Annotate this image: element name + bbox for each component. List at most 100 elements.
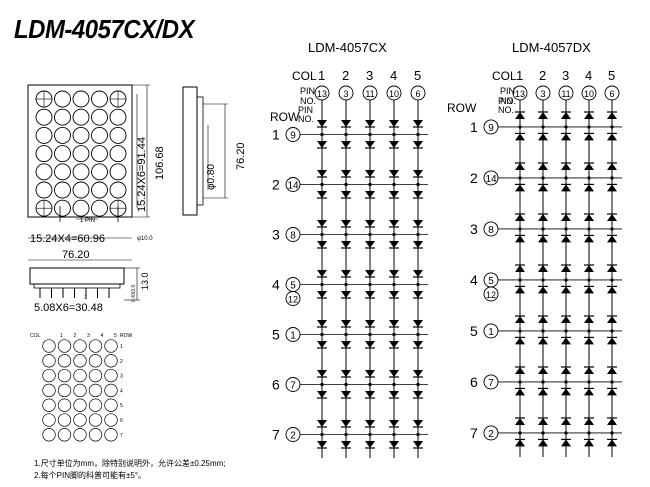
front-dot — [54, 126, 71, 144]
front-view-dot — [73, 428, 87, 442]
led-diode — [413, 241, 423, 248]
led-diode — [538, 214, 548, 221]
led-diode — [389, 391, 399, 398]
row-number: 6 — [272, 377, 280, 393]
led-diode — [341, 141, 351, 148]
junction-dot — [320, 382, 324, 387]
dim-width-pitch: 15.24X4=60.96 — [30, 233, 105, 245]
front-view-dot — [42, 354, 56, 368]
led-diode — [561, 286, 571, 294]
front-dot — [91, 199, 108, 217]
led-diode — [365, 441, 375, 448]
led-diode — [584, 337, 594, 345]
front-dot — [54, 199, 71, 217]
junction-dot — [541, 176, 545, 180]
junction-dot — [392, 432, 396, 437]
led-diode — [607, 184, 617, 192]
led-diode — [413, 170, 423, 177]
bottom-pins — [39, 288, 110, 298]
led-diode — [607, 214, 617, 221]
led-diode — [538, 286, 548, 294]
front-dot — [35, 163, 53, 181]
front-view-dot — [57, 339, 72, 353]
led-diode — [341, 191, 351, 198]
led-diode — [341, 441, 351, 448]
junction-dot — [587, 227, 591, 231]
junction-dot — [320, 332, 324, 337]
led-diode — [607, 418, 617, 425]
led-diode — [561, 367, 571, 374]
junction-dot — [368, 232, 372, 237]
note-1: 1.尺寸单位为mm，除特别说明外，允许公差±0.25mm; — [34, 459, 226, 468]
front-dot — [54, 145, 71, 163]
col-pin-number: 11 — [365, 89, 374, 99]
junction-dot — [587, 278, 591, 282]
junction-dot — [320, 432, 324, 437]
front-view-dot — [57, 398, 72, 412]
led-diode — [584, 265, 594, 272]
led-diode — [515, 286, 525, 294]
led-diode — [413, 441, 423, 448]
dim-dot-dia: φ10.0 — [137, 236, 153, 242]
led-diode — [413, 120, 423, 127]
junction-dot — [368, 432, 372, 437]
junction-dot — [541, 227, 545, 231]
led-diode — [607, 388, 617, 396]
led-diode — [561, 163, 571, 170]
front-dot — [72, 163, 90, 181]
junction-dot — [344, 432, 348, 437]
front-view-dot — [104, 383, 118, 398]
front-dot — [54, 90, 71, 108]
junction-dot — [518, 227, 522, 231]
schematic-cx: LDM-4057CXCOLPINNO.ROWROWPINNO.113233114… — [270, 40, 477, 458]
front-view-dot — [57, 354, 72, 368]
led-diode — [584, 316, 594, 323]
junction-dot — [587, 329, 591, 333]
junction-dot — [320, 282, 324, 287]
front-view-dot — [104, 398, 118, 412]
front-view-dot — [73, 383, 87, 398]
row-pin-number: 7 — [290, 381, 296, 392]
led-diode — [538, 388, 548, 396]
led-diode — [389, 120, 399, 127]
row-pin-number: 8 — [290, 231, 296, 242]
led-diode — [413, 141, 423, 148]
front-view-dot — [104, 339, 118, 353]
row-number: 7 — [272, 427, 280, 443]
junction-dot — [368, 282, 372, 287]
junction-dot — [416, 382, 420, 387]
led-diode — [538, 235, 548, 243]
col-number: 1 — [318, 68, 325, 83]
junction-dot — [416, 332, 420, 337]
led-diode — [413, 270, 423, 277]
front-dot — [72, 181, 90, 199]
col-number: 5 — [608, 68, 615, 83]
front-view-dot — [73, 398, 87, 412]
led-diode — [413, 370, 423, 377]
dim-height-pitch: 15.24X6=91.44 — [136, 137, 148, 212]
no-label: NO. — [500, 96, 516, 106]
row-pin-number: 7 — [488, 378, 494, 389]
front-row-number: 2 — [120, 359, 123, 365]
front-dot-grid — [35, 90, 127, 217]
row-pin-number-2: 12 — [486, 290, 496, 300]
row-pin-number: 9 — [488, 123, 494, 134]
led-diode — [515, 163, 525, 170]
junction-dot — [518, 431, 522, 435]
front-view-dot — [42, 413, 56, 427]
front-dot — [72, 145, 90, 163]
led-diode — [317, 241, 327, 248]
led-diode — [341, 341, 351, 348]
led-diode — [584, 235, 594, 243]
front-view-dot — [73, 413, 87, 427]
col-number: 3 — [366, 68, 373, 83]
led-diode — [365, 170, 375, 177]
row-pin-number: 8 — [488, 225, 494, 236]
led-diode — [561, 133, 571, 141]
led-diode — [365, 320, 375, 327]
led-diode — [317, 270, 327, 277]
led-diode — [389, 241, 399, 248]
junction-dot — [392, 232, 396, 237]
front-dot — [54, 163, 71, 181]
led-diode — [607, 112, 617, 119]
